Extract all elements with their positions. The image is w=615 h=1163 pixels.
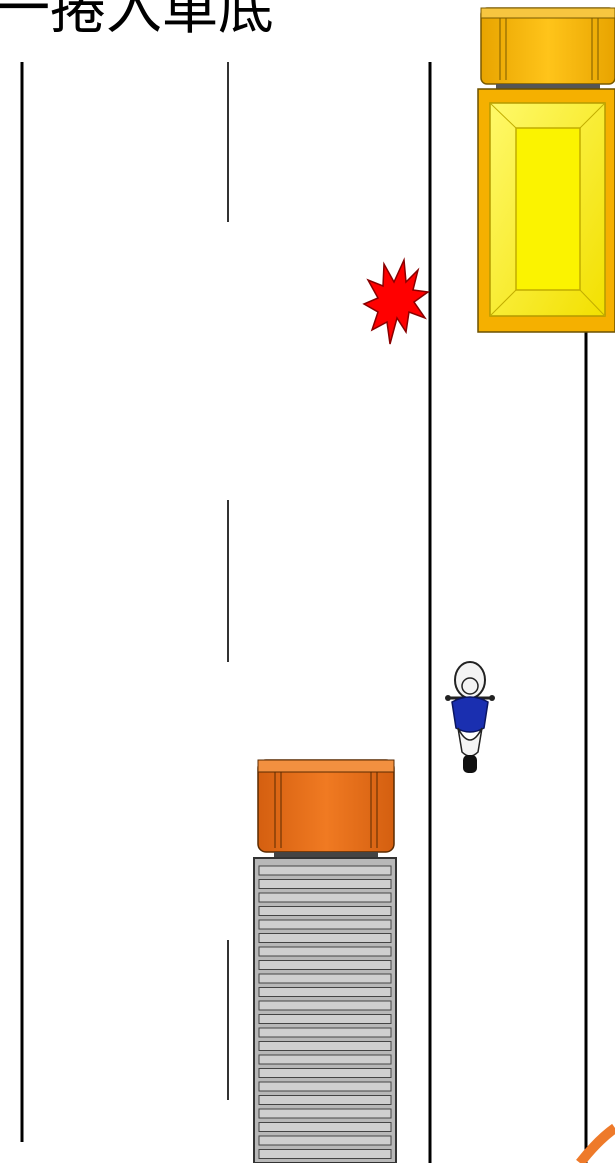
trailer-slat [259, 988, 391, 997]
trailer-slat [259, 961, 391, 970]
trailer-slat [259, 1096, 391, 1105]
trailer-slat [259, 880, 391, 889]
orange-truck-cab [258, 760, 394, 852]
yellow-truck-icon [478, 8, 615, 332]
yellow-truck-cab [481, 8, 615, 84]
trailer-slat [259, 974, 391, 983]
trailer-slat [259, 1015, 391, 1024]
orange-trailer-truck-icon [254, 760, 396, 1163]
trailer-slat [259, 1136, 391, 1145]
trailer-slat [259, 893, 391, 902]
trailer-slat [259, 1001, 391, 1010]
trailer-slat [259, 1069, 391, 1078]
trailer-slat [259, 1042, 391, 1051]
trailer-slat [259, 1028, 391, 1037]
trailer-slat [259, 920, 391, 929]
trailer-slat [259, 866, 391, 875]
trailer-slat [259, 1109, 391, 1118]
trailer-slat [259, 1123, 391, 1132]
trailer-slat [259, 1082, 391, 1091]
trailer-slat [259, 1150, 391, 1159]
trailer-slat [259, 947, 391, 956]
trailer-slat [259, 934, 391, 943]
trailer-slat [259, 907, 391, 916]
trailer-slat [259, 1055, 391, 1064]
motorcycle-rider-icon [445, 662, 495, 773]
collision-burst-icon [364, 260, 428, 344]
